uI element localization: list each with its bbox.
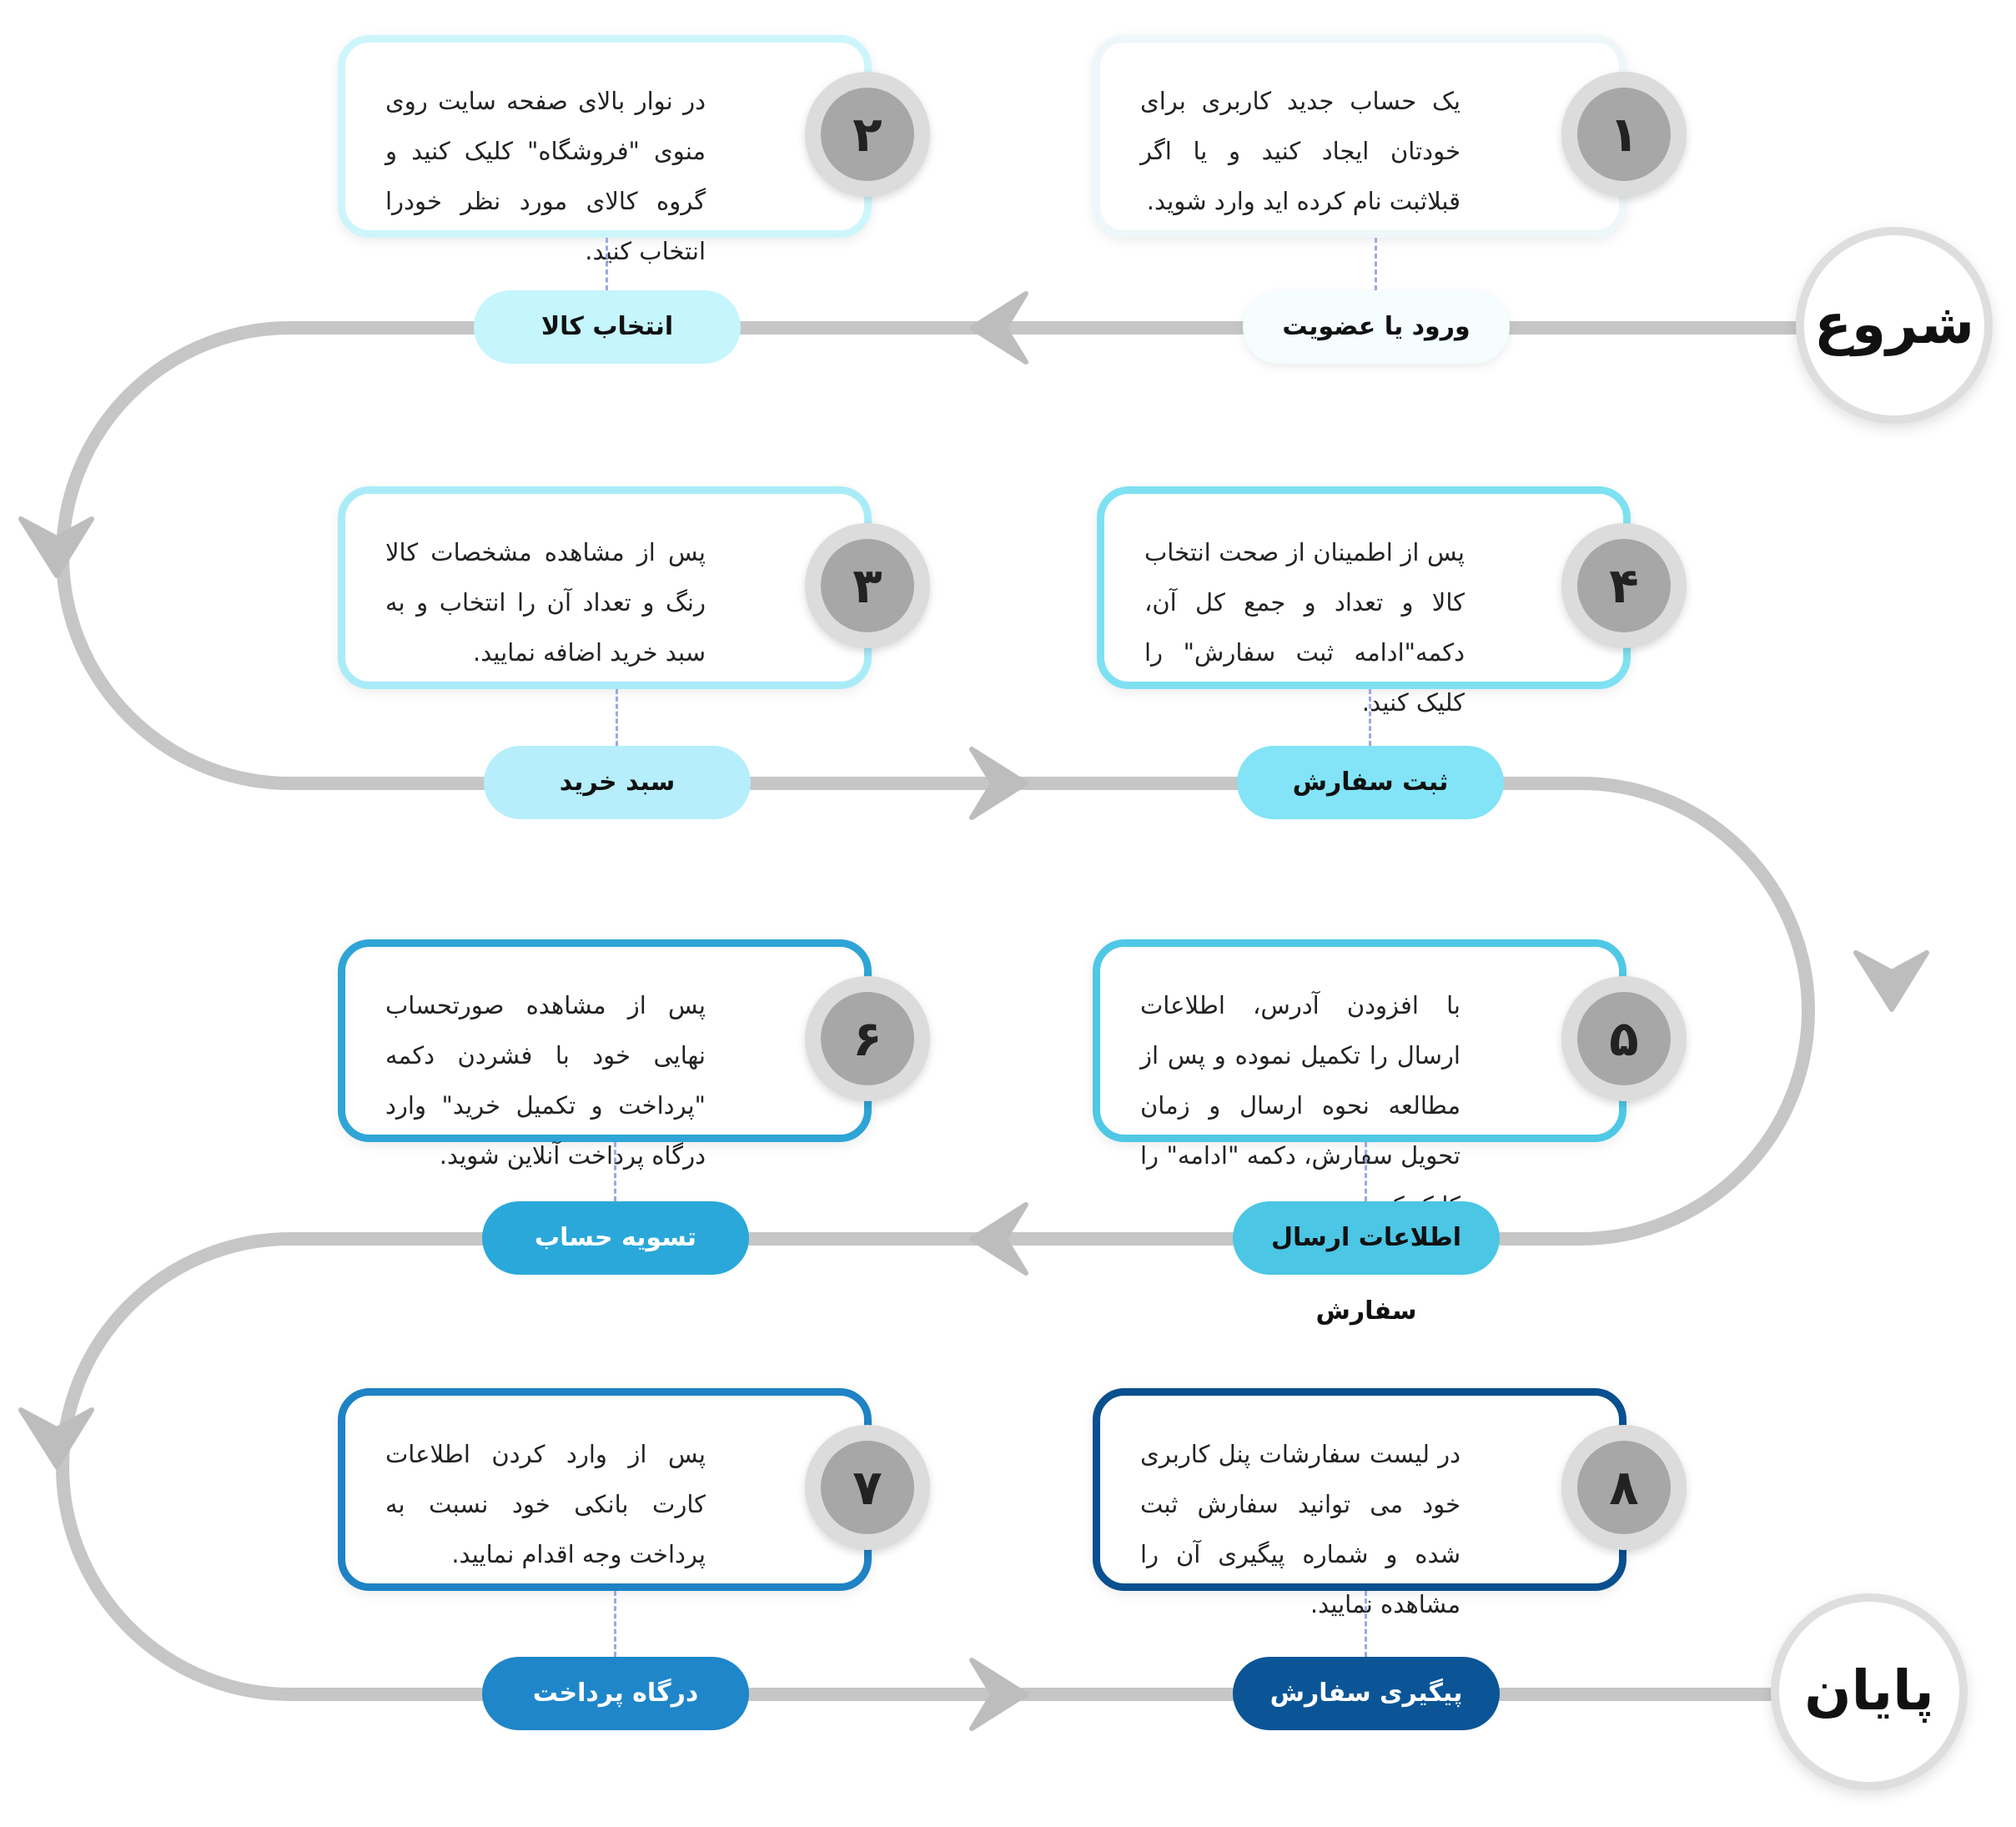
step-number: ۵ [1577,992,1671,1085]
step-number: ۱ [1577,88,1671,181]
step-number: ۲ [821,88,914,181]
arrow-left-icon [969,1202,1028,1276]
step-number: ۳ [821,539,914,632]
arrow-left-icon [969,291,1028,365]
stage-label: درگاه پرداخت [482,1657,749,1730]
step-card: با افزودن آدرس، اطلاعات ارسال را تکمیل ن… [1093,939,1626,1220]
step-number-badge: ۲ [805,72,930,197]
step-card: یک حساب جدید کاربری برای خودتان ایجاد کن… [1093,35,1626,238]
step-description: پس از وارد کردن اطلاعات کارت بانکی خود ن… [385,1440,706,1568]
arrow-right-icon [969,1658,1028,1731]
step-connector [1369,689,1371,746]
step-card: پس از اطمینان از صحت انتخاب کالا و تعداد… [1097,486,1631,717]
step-number-badge: ۳ [805,523,930,648]
step-description: در نوار بالای صفحه سایت روی منوی "فروشگا… [385,87,706,265]
step-number: ۶ [821,992,914,1085]
step-number-badge: ۴ [1561,523,1687,648]
step-description: پس از مشاهده مشخصات کالا رنگ و تعداد آن … [385,538,706,667]
stage-label: سبد خرید [484,746,751,819]
step-connector [1375,238,1377,290]
step-number-badge: ۵ [1561,976,1687,1101]
step-card: پس از مشاهده مشخصات کالا رنگ و تعداد آن … [338,486,872,689]
step-number-badge: ۸ [1561,1425,1687,1550]
arrow-down-icon [1853,950,1929,1012]
step-number-badge: ۷ [805,1425,930,1550]
stage-label: تسویه حساب [482,1201,749,1275]
arrow-down-icon [18,1407,94,1469]
step-description: با افزودن آدرس، اطلاعات ارسال را تکمیل ن… [1140,991,1460,1220]
step-number: ۷ [821,1441,914,1534]
stage-label: اطلاعات ارسال سفارش [1233,1201,1500,1326]
step-number: ۸ [1577,1441,1671,1534]
step-connector [1365,1591,1367,1657]
step-card: در لیست سفارشات پنل کاربری خود می توانید… [1093,1388,1626,1618]
step-connector [1365,1142,1367,1201]
step-card: پس از وارد کردن اطلاعات کارت بانکی خود ن… [338,1388,872,1591]
arrow-right-icon [969,747,1028,820]
step-number-badge: ۶ [805,976,930,1101]
step-description: پس از مشاهده صورتحساب نهایی خود با فشردن… [385,991,706,1170]
start-node: شروع [1796,227,1993,424]
step-connector [606,238,608,290]
step-card: پس از مشاهده صورتحساب نهایی خود با فشردن… [338,939,872,1170]
step-connector [614,1142,616,1201]
step-number: ۴ [1577,539,1671,632]
stage-label: پیگیری سفارش [1233,1657,1500,1730]
arrow-down-icon [18,516,94,578]
step-card: در نوار بالای صفحه سایت روی منوی "فروشگا… [338,35,872,265]
end-node: پایان [1771,1593,1968,1790]
step-connector [614,1591,616,1657]
step-connector [616,689,618,746]
step-description: یک حساب جدید کاربری برای خودتان ایجاد کن… [1140,87,1460,215]
step-number-badge: ۱ [1561,72,1687,197]
step-description: در لیست سفارشات پنل کاربری خود می توانید… [1140,1440,1460,1618]
stage-label: ثبت سفارش [1237,746,1504,819]
step-description: پس از اطمینان از صحت انتخاب کالا و تعداد… [1144,538,1465,717]
stage-label: انتخاب کالا [474,290,741,364]
stage-label: ورود یا عضویت [1243,290,1510,364]
